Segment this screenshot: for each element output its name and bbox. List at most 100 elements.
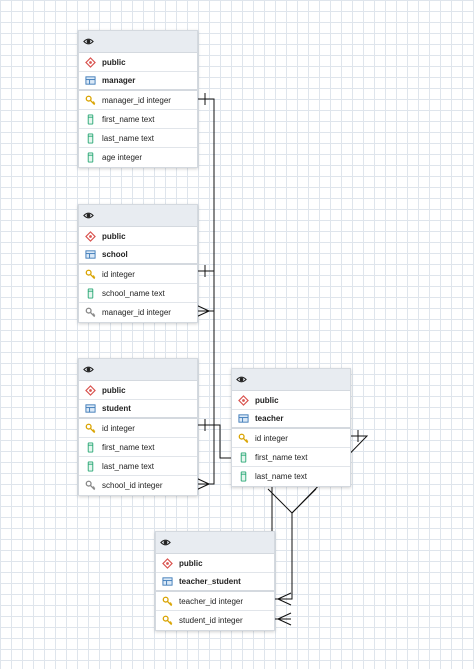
schema-row: public — [79, 53, 197, 72]
many-marker — [277, 592, 292, 600]
table-header — [156, 532, 274, 554]
schema-icon — [85, 57, 96, 68]
relation-school-manager — [196, 98, 215, 312]
column-icon — [85, 461, 96, 472]
many-marker — [277, 598, 292, 606]
column-label: first_name text — [102, 114, 155, 124]
column-icon — [85, 152, 96, 163]
table-header — [79, 31, 197, 53]
column-row[interactable]: age integer — [79, 148, 197, 167]
column-icon — [85, 133, 96, 144]
many-marker — [277, 618, 292, 626]
foreign-key-icon — [85, 307, 96, 318]
table-icon — [85, 75, 96, 86]
primary-key-icon — [85, 423, 96, 434]
table-node-teacher[interactable]: public teacher id integer first_name text la… — [231, 368, 351, 487]
column-row[interactable]: first_name text — [232, 448, 350, 467]
column-row[interactable]: last_name text — [79, 129, 197, 148]
primary-key-icon — [162, 615, 173, 626]
column-label: school_id integer — [102, 481, 163, 490]
schema-icon — [85, 385, 96, 396]
eye-icon[interactable] — [160, 537, 171, 548]
eye-icon[interactable] — [83, 210, 94, 221]
table-name: school — [102, 250, 128, 259]
column-row[interactable]: id integer — [79, 419, 197, 438]
table-name-row: school — [79, 246, 197, 265]
primary-key-icon — [85, 269, 96, 280]
schema-icon — [238, 395, 249, 406]
table-name: teacher_student — [179, 577, 241, 586]
table-icon — [238, 413, 249, 424]
table-icon — [85, 403, 96, 414]
table-node-student[interactable]: public student id integer first_name text la… — [78, 358, 198, 496]
schema-row: public — [156, 554, 274, 573]
schema-row: public — [232, 391, 350, 410]
schema-row: public — [79, 227, 197, 246]
column-row[interactable]: last_name text — [232, 467, 350, 486]
column-label: student_id integer — [179, 616, 243, 625]
schema-name: public — [255, 395, 279, 405]
column-label: age integer — [102, 153, 143, 162]
column-label: manager_id integer — [102, 308, 171, 317]
column-icon — [85, 288, 96, 299]
column-row[interactable]: first_name text — [79, 438, 197, 457]
column-label: last_name text — [255, 472, 308, 481]
table-name-row: teacher_student — [156, 573, 274, 592]
primary-key-icon — [162, 596, 173, 607]
table-name: teacher — [255, 414, 284, 423]
column-label: id integer — [102, 269, 135, 279]
column-row[interactable]: manager_id integer — [79, 91, 197, 110]
many-marker — [277, 612, 292, 620]
column-icon — [85, 442, 96, 453]
column-row[interactable]: id integer — [79, 265, 197, 284]
schema-icon — [162, 558, 173, 569]
schema-row: public — [79, 381, 197, 400]
column-row[interactable]: teacher_id integer — [156, 592, 274, 611]
column-label: school_name text — [102, 288, 165, 298]
eye-icon[interactable] — [83, 36, 94, 47]
foreign-key-icon — [85, 480, 96, 491]
table-node-school[interactable]: public school id integer school_name text ma… — [78, 204, 198, 323]
column-row[interactable]: manager_id integer — [79, 303, 197, 322]
relation-student-school — [196, 270, 215, 485]
table-node-manager[interactable]: public manager manager_id integer first_nam… — [78, 30, 198, 168]
table-name-row: student — [79, 400, 197, 419]
table-name: manager — [102, 76, 136, 85]
column-label: manager_id integer — [102, 95, 171, 105]
table-header — [232, 369, 350, 391]
column-label: id integer — [255, 433, 288, 443]
schema-icon — [85, 231, 96, 242]
column-icon — [85, 114, 96, 125]
primary-key-icon — [85, 95, 96, 106]
schema-name: public — [179, 558, 203, 568]
table-node-teacher_student[interactable]: public teacher_student teacher_id integer s… — [155, 531, 275, 631]
column-row[interactable]: student_id integer — [156, 611, 274, 630]
column-row[interactable]: school_name text — [79, 284, 197, 303]
column-label: teacher_id integer — [179, 596, 244, 606]
column-row[interactable]: id integer — [232, 429, 350, 448]
column-icon — [238, 452, 249, 463]
column-row[interactable]: last_name text — [79, 457, 197, 476]
table-name: student — [102, 404, 131, 413]
column-label: first_name text — [102, 442, 155, 452]
primary-key-icon — [238, 433, 249, 444]
table-icon — [85, 249, 96, 260]
column-label: last_name text — [102, 133, 155, 143]
eye-icon[interactable] — [236, 374, 247, 385]
table-header — [79, 205, 197, 227]
column-icon — [238, 471, 249, 482]
table-header — [79, 359, 197, 381]
schema-name: public — [102, 57, 126, 67]
column-row[interactable]: school_id integer — [79, 476, 197, 495]
schema-name: public — [102, 231, 126, 241]
column-row[interactable]: first_name text — [79, 110, 197, 129]
column-label: id integer — [102, 423, 135, 433]
table-name-row: manager — [79, 72, 197, 91]
column-label: first_name text — [255, 452, 308, 462]
column-label: last_name text — [102, 461, 155, 471]
eye-icon[interactable] — [83, 364, 94, 375]
table-name-row: teacher — [232, 410, 350, 429]
schema-name: public — [102, 385, 126, 395]
table-icon — [162, 576, 173, 587]
